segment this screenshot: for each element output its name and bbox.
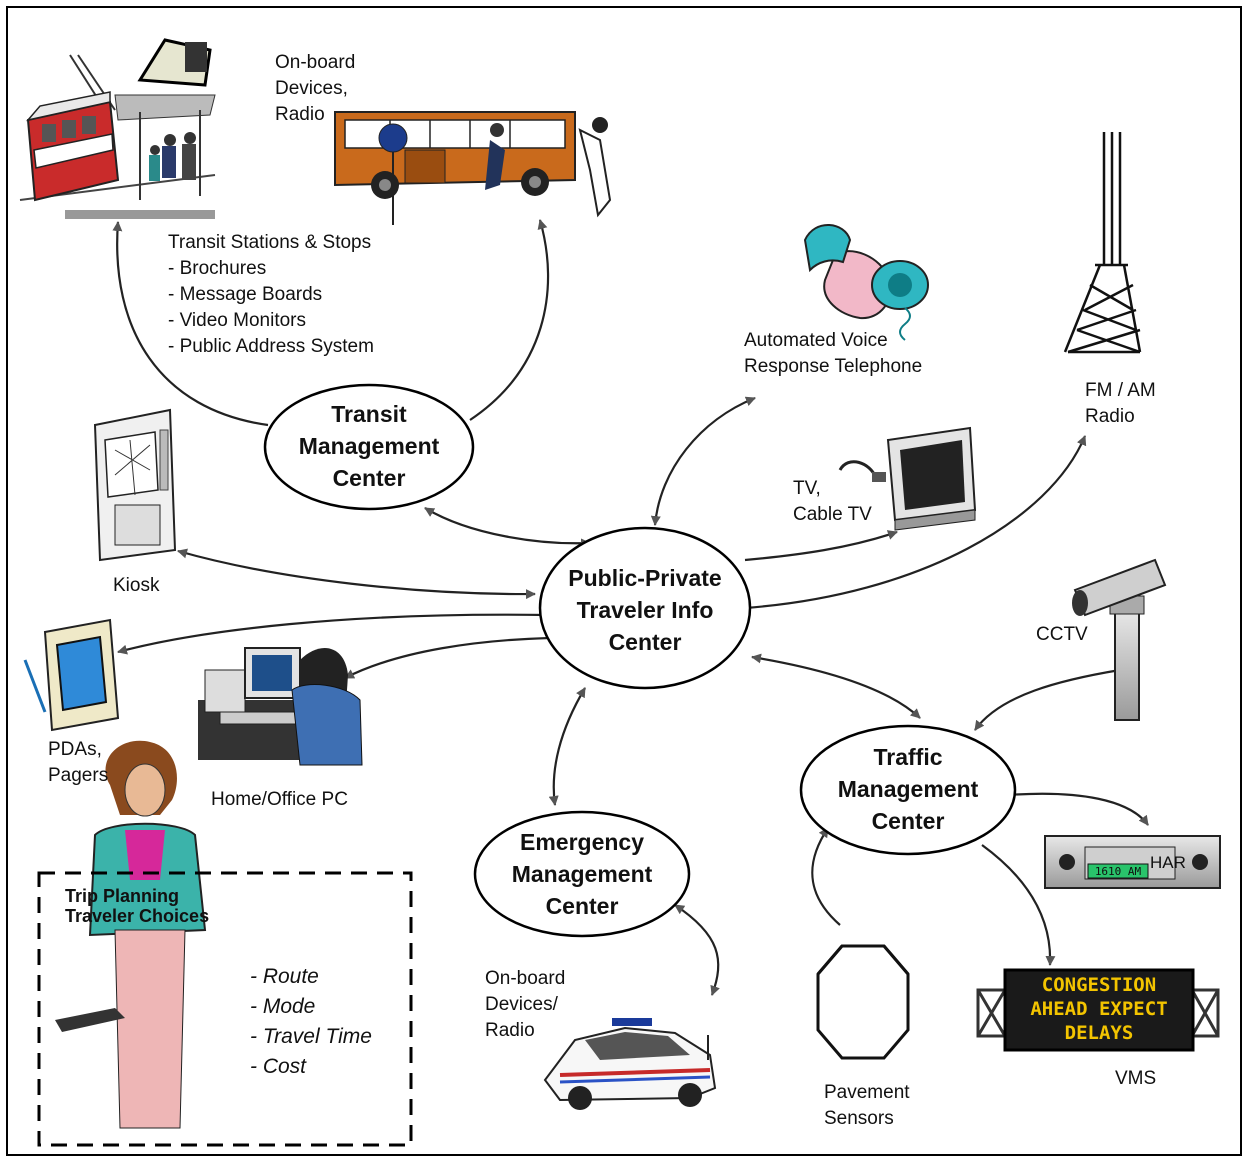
transit-center-label: Transit Management Center [298,401,440,491]
pavement-sensors-label: Pavement Sensors [824,1082,910,1129]
radio-tower-icon [1063,132,1142,354]
onboard-emergency-label: On-board Devices/ Radio [485,968,566,1041]
arrow-transit-to-bus [469,219,550,421]
pdas-label: PDAs, Pagers [48,739,109,786]
choice-travel-time: - Travel Time [250,1025,372,1048]
police-car-icon [543,1018,717,1110]
traffic-center-label: Traffic Management Center [837,744,979,834]
kiosk-icon [93,408,177,562]
home-pc-label: Home/Office PC [211,789,348,810]
choice-cost: - Cost [250,1055,307,1078]
pavement-sensor-icon [816,944,910,1060]
transit-ellipse [263,383,475,511]
har-sign-icon [1044,835,1221,889]
connection-arrows [112,219,1149,996]
vms-line-1: CONGESTION [1042,974,1156,996]
arrow-traffic-har [1007,792,1149,826]
ptic-label: Public-Private Traveler Info Center [568,565,722,655]
arrow-transit-to-train [112,221,269,427]
choice-route: - Route [250,965,319,988]
arrow-transit-ptic [424,507,591,549]
transit-stations-label: Transit Stations & Stops - Brochures - M… [168,232,374,357]
avr-telephone-label: Automated Voice Response Telephone [744,330,923,377]
emergency-center-label: Emergency Management Center [511,829,653,919]
arrow-ptic-phone [650,396,756,526]
arrow-emergency-car [674,904,720,996]
arrow-kiosk-ptic [177,548,536,600]
vms-line-2: AHEAD EXPECT [1030,998,1167,1020]
pda-icon [23,618,120,732]
arrow-ptic-pc [344,636,551,679]
tv-label: TV, Cable TV [793,478,872,525]
har-display: 1610 AM [1095,865,1142,878]
cctv-label: CCTV [1036,624,1088,645]
tv-icon [838,426,977,531]
onboard-radio-label: On-board Devices, Radio [275,52,356,125]
kiosk-label: Kiosk [113,575,160,596]
vms-sign-icon [976,968,1220,1052]
traffic-ellipse [799,724,1017,856]
har-label: HAR [1150,853,1186,872]
emergency-ellipse [473,810,691,938]
vms-line-3: DELAYS [1065,1022,1134,1044]
arrow-cctv-traffic [974,668,1121,731]
trip-planning-title: Trip Planning Traveler Choices [65,886,210,926]
fm-am-radio-label: FM / AM Radio [1085,380,1156,427]
arrow-sensors-traffic [811,827,841,926]
vms-label: VMS [1115,1068,1157,1089]
diagram-frame [6,6,1242,1156]
arrow-traffic-vms [981,844,1056,966]
choice-mode: - Mode [250,995,316,1018]
arrow-ptic-emergency [548,687,586,806]
trip-planning-box [37,871,413,1147]
traveler-woman-icon [55,740,207,1129]
arrow-ptic-pda [117,613,549,655]
speaker-icon [137,38,212,87]
bus-icon [334,111,612,225]
arrow-ptic-radio [744,435,1087,610]
telephone-icon [803,224,929,341]
people-waiting-icon [149,132,196,181]
ptic-ellipse [538,526,752,690]
arrow-ptic-tv [744,530,898,562]
arrow-ptic-traffic [751,653,921,719]
home-pc-icon [198,647,363,766]
cctv-icon [1072,558,1167,721]
